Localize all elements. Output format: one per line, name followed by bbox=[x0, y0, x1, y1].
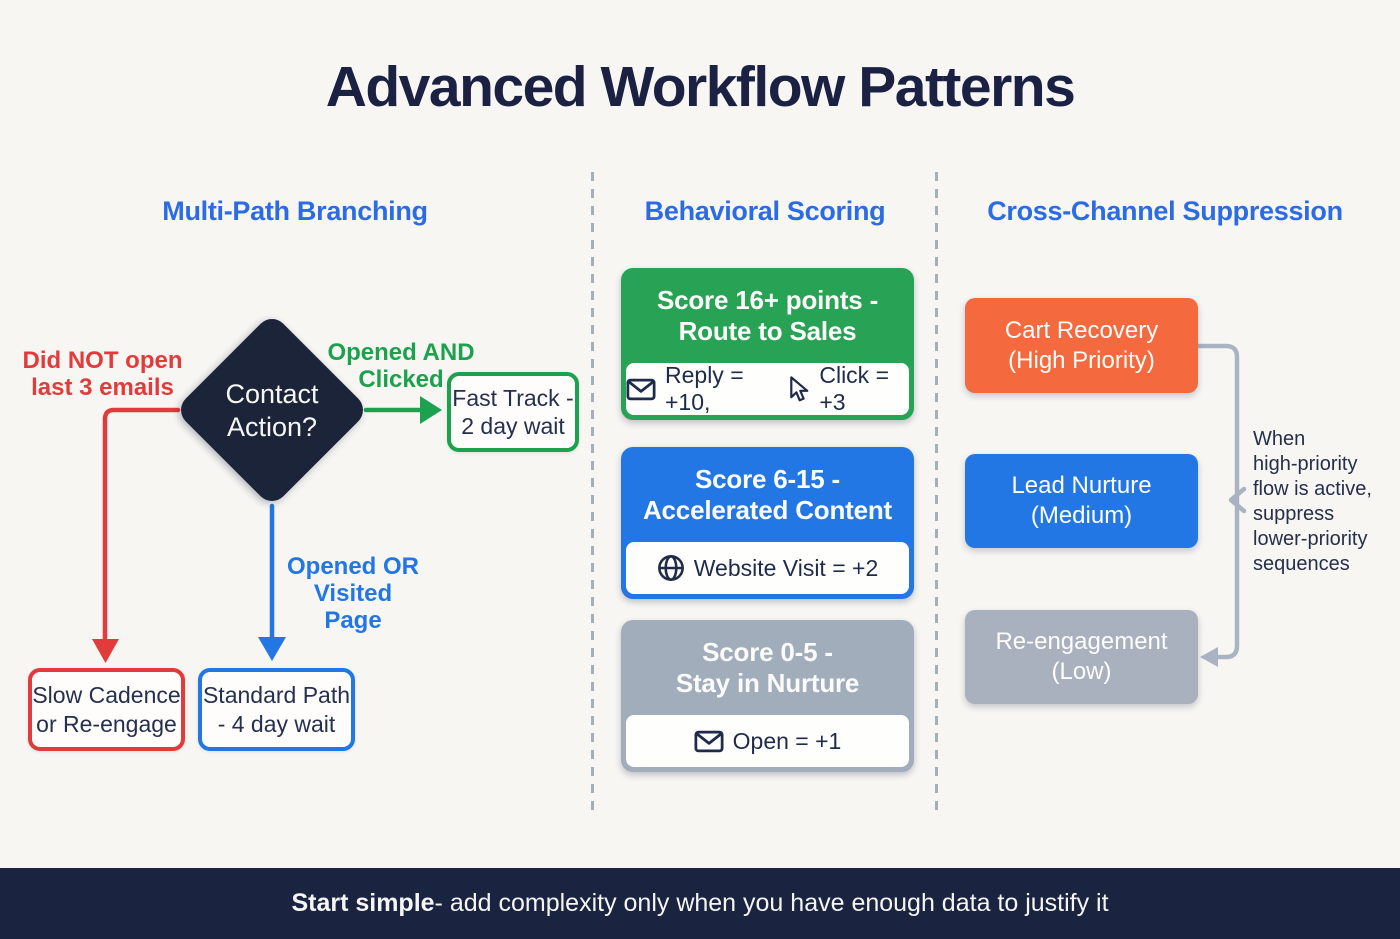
edge-label-opened-or-visited: Opened OR Visited Page bbox=[286, 553, 419, 635]
suppression-note-line: high-priority bbox=[1253, 453, 1358, 475]
slow-cadence-box: Slow Cadence or Re-engage bbox=[28, 668, 185, 751]
envelope-icon bbox=[626, 378, 656, 400]
rule-text-open: Open = +1 bbox=[732, 727, 842, 754]
score-card-high-rule: Reply = +10, Click = +3 bbox=[626, 362, 909, 415]
suppression-note-line: sequences bbox=[1253, 553, 1350, 575]
footer-rest-text: - add complexity only when you have enou… bbox=[434, 889, 1109, 917]
rule-text-reply: Reply = +10, bbox=[665, 362, 744, 415]
rule-text-website-visit: Website Visit = +2 bbox=[693, 554, 879, 581]
red-arrowhead bbox=[92, 639, 119, 663]
edge-label-did-not-open: Did NOT open last 3 emails bbox=[22, 347, 183, 402]
suppression-note-line: suppress bbox=[1253, 503, 1335, 525]
score-card-low-rule: Open = +1 bbox=[626, 715, 909, 767]
red-branch-line bbox=[102, 407, 181, 643]
cursor-icon bbox=[790, 375, 809, 401]
suppression-note: When high-priority flow is active, suppr… bbox=[1253, 427, 1393, 577]
suppression-arrowhead bbox=[1200, 647, 1218, 667]
page-title: Advanced Workflow Patterns bbox=[325, 55, 1076, 119]
fast-track-box: Fast Track - 2 day wait bbox=[447, 372, 579, 452]
suppression-mid-chevron bbox=[1228, 486, 1247, 514]
decision-diamond-label: Contact Action? bbox=[225, 379, 319, 442]
standard-path-box: Standard Path - 4 day wait bbox=[198, 668, 355, 751]
section-divider-right bbox=[935, 172, 938, 810]
score-card-high: Score 16+ points - Route to Sales Reply … bbox=[621, 268, 914, 420]
score-card-low: Score 0-5 - Stay in Nurture Open = +1 bbox=[621, 620, 914, 772]
heading-multi-path-branching: Multi-Path Branching bbox=[162, 196, 428, 226]
green-arrowhead bbox=[420, 396, 442, 424]
edge-label-opened-and-clicked: Opened AND Clicked bbox=[327, 339, 475, 394]
rule-text-click: Click = +3 bbox=[819, 362, 889, 415]
score-card-high-title: Score 16+ points - Route to Sales bbox=[656, 284, 879, 346]
re-engagement-box: Re-engagement (Low) bbox=[965, 610, 1198, 704]
footer-bold-text: Start simple bbox=[291, 889, 435, 917]
heading-behavioral-scoring: Behavioral Scoring bbox=[644, 196, 886, 226]
blue-arrowhead bbox=[258, 637, 286, 661]
cart-recovery-box: Cart Recovery (High Priority) bbox=[965, 298, 1198, 393]
section-divider-left bbox=[591, 172, 594, 810]
score-card-medium-rule: Website Visit = +2 bbox=[626, 542, 909, 594]
globe-icon bbox=[657, 555, 684, 581]
score-card-medium: Score 6-15 - Accelerated Content Website… bbox=[621, 447, 914, 599]
footer-banner: Start simple - add complexity only when … bbox=[0, 868, 1400, 939]
suppression-note-line: lower-priority bbox=[1253, 528, 1368, 550]
lead-nurture-box: Lead Nurture (Medium) bbox=[965, 454, 1198, 548]
suppression-note-line: When bbox=[1253, 428, 1306, 450]
suppression-note-line: flow is active, bbox=[1253, 478, 1372, 500]
envelope-icon bbox=[694, 730, 724, 752]
suppression-bracket-line bbox=[1196, 343, 1240, 660]
heading-cross-channel-suppression: Cross-Channel Suppression bbox=[987, 196, 1343, 226]
score-card-low-title: Score 0-5 - Stay in Nurture bbox=[675, 636, 860, 698]
score-card-medium-title: Score 6-15 - Accelerated Content bbox=[642, 463, 893, 525]
